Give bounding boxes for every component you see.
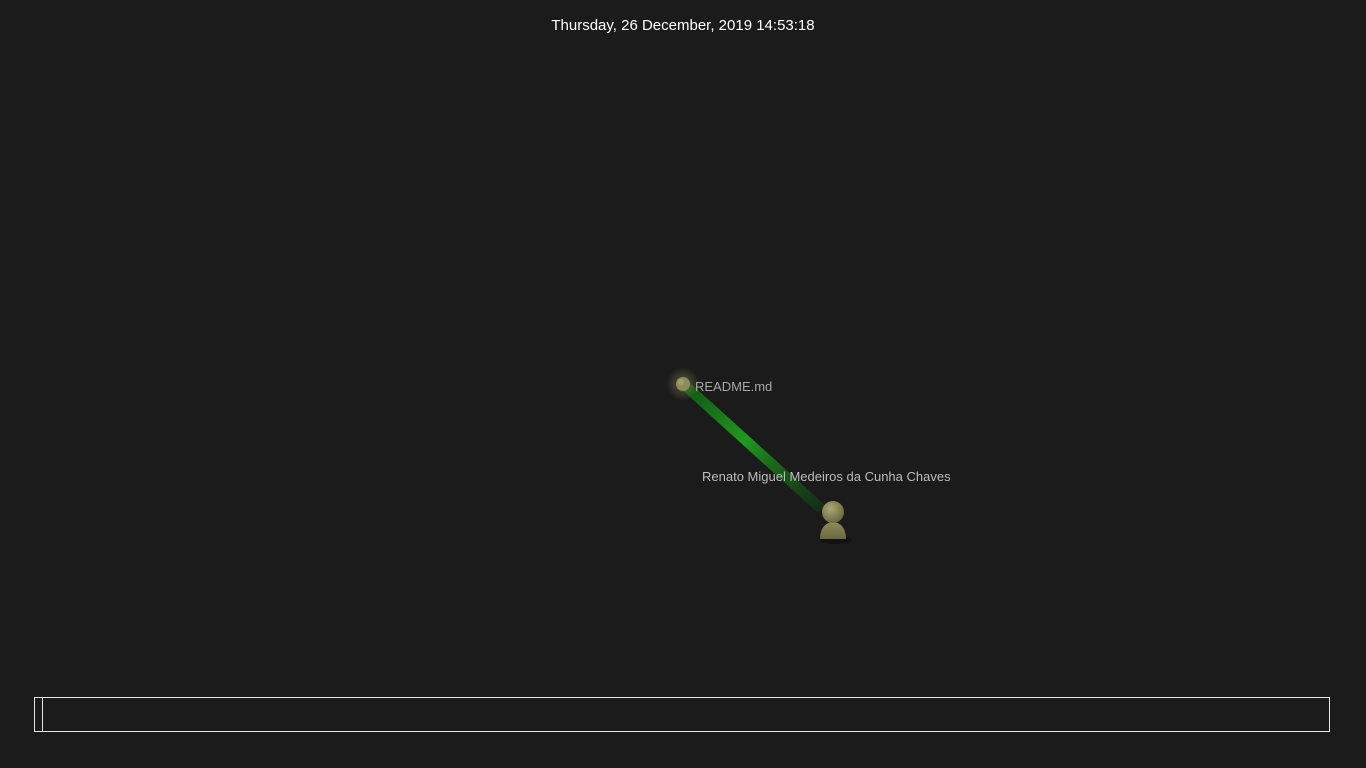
current-date-label: Thursday, 26 December, 2019 14:53:18: [551, 17, 815, 34]
timeline-handle[interactable]: [42, 698, 43, 731]
timeline-slider[interactable]: [34, 697, 1330, 732]
file-node-icon[interactable]: [666, 367, 700, 401]
commit-beam: [679, 381, 826, 512]
user-name-label: Renato Miguel Medeiros da Cunha Chaves: [702, 469, 951, 484]
file-name-label: README.md: [695, 379, 773, 394]
user-avatar-icon[interactable]: [820, 501, 852, 544]
